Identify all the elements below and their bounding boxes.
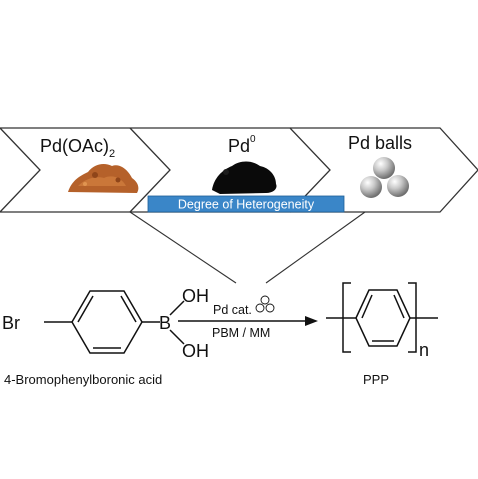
bromine-atom-label: Br xyxy=(2,313,20,333)
heterogeneity-bar-label: Degree of Heterogeneity xyxy=(178,198,315,212)
b-oh-top-bond xyxy=(169,300,185,316)
conditions-method: PBM / MM xyxy=(212,326,270,340)
product-name: PPP xyxy=(363,372,389,387)
reactant-name: 4-Bromophenylboronic acid xyxy=(4,372,162,387)
reactant-structure xyxy=(44,290,185,354)
product-benzene-ring xyxy=(355,289,411,347)
hydroxyl-top-label: OH xyxy=(182,286,209,306)
pd-balls-image xyxy=(360,157,409,198)
pd-balls-mini-icon xyxy=(255,295,275,313)
funnel-line-left xyxy=(129,211,237,284)
pd0-powder-image xyxy=(212,161,277,194)
pd-oac2-powder-image xyxy=(68,164,139,193)
product-structure xyxy=(326,282,438,353)
hydroxyl-bottom-label: OH xyxy=(182,341,209,361)
heterogeneity-bar xyxy=(147,195,345,213)
stage-label-pd-balls: Pd balls xyxy=(348,133,412,153)
chevron-stage-3 xyxy=(290,127,478,213)
stage-label-pd-oac2: Pd(OAc)2 xyxy=(40,136,115,160)
conditions-catalyst: Pd cat. xyxy=(213,303,252,317)
reaction-arrowhead xyxy=(305,316,318,326)
chevron-left-notch xyxy=(0,127,41,213)
chevron-divider-1 xyxy=(129,127,171,213)
reactant-benzene-ring xyxy=(71,290,143,354)
b-oh-bottom-bond xyxy=(169,329,185,345)
stage-label-pd0: Pd0 xyxy=(228,134,256,156)
product-repeat-index: n xyxy=(419,340,429,360)
boron-atom-label: B xyxy=(159,313,171,333)
funnel-line-right xyxy=(265,211,366,284)
